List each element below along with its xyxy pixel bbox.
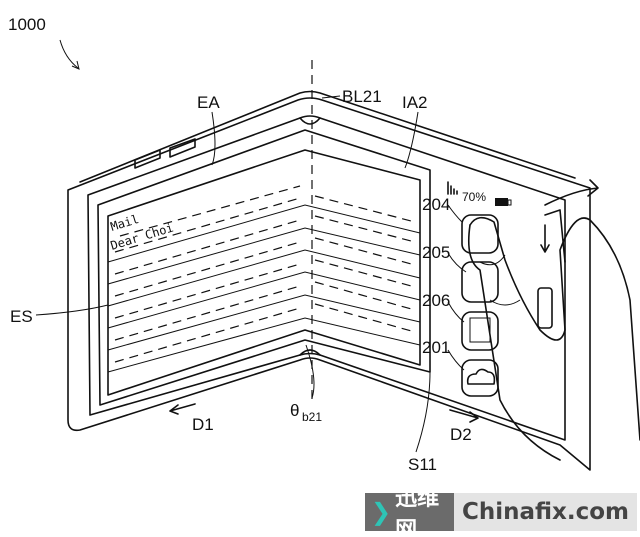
picture-frame	[469, 317, 491, 343]
watermark-cn: ❯迅维网	[365, 486, 454, 537]
label-201: 201	[422, 338, 450, 357]
label-205: 205	[422, 243, 450, 262]
status-bar: 70%	[447, 181, 512, 206]
figure-number: 1000	[8, 15, 46, 34]
battery-percent: 70%	[462, 190, 486, 204]
gallery-icon[interactable]	[461, 311, 499, 351]
label-s11: S11	[408, 455, 437, 474]
label-204: 204	[422, 195, 450, 214]
label-ea: EA	[197, 93, 220, 112]
label-theta-sub: b21	[302, 410, 322, 424]
label-d2: D2	[450, 425, 472, 444]
chevron-right-icon: ❯	[371, 498, 392, 526]
hand-illustration	[467, 179, 640, 461]
battery-icon	[495, 198, 508, 206]
display-screen: Mail Dear Choi	[97, 129, 431, 406]
icon-205[interactable]	[461, 261, 499, 303]
label-theta: θ	[290, 401, 299, 420]
watermark-cn-text: 迅维网	[395, 486, 440, 537]
reference-labels: EA BL21 IA2 ES 204 205 206 201 D1 θ b21 …	[10, 87, 479, 474]
label-es: ES	[10, 307, 33, 326]
watermark-en: Chinafix.com	[453, 493, 637, 531]
label-206: 206	[422, 291, 450, 310]
watermark-logo: ❯迅维网 Chinafix.com	[365, 486, 637, 537]
cloud-icon[interactable]	[461, 359, 499, 397]
figure-arrow	[59, 39, 79, 69]
label-ia2: IA2	[402, 93, 428, 112]
device-body	[67, 90, 591, 471]
figure-arrowhead	[71, 60, 80, 70]
battery-tip	[507, 199, 512, 206]
label-d1: D1	[192, 415, 214, 434]
side-icons	[461, 214, 499, 397]
label-bl21: BL21	[342, 87, 382, 106]
